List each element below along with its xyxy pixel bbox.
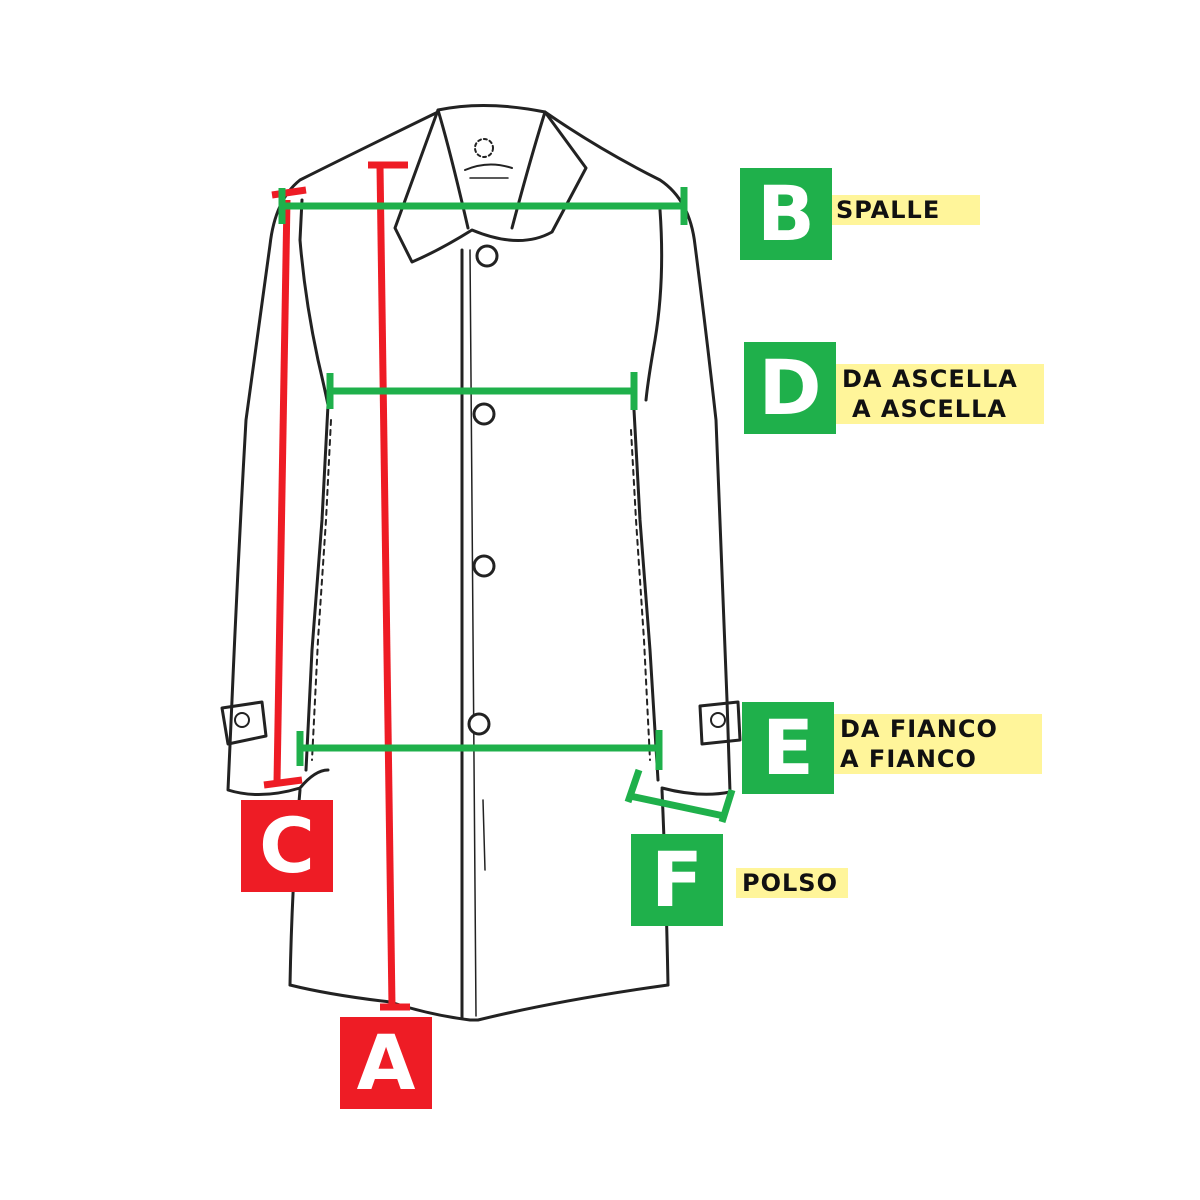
measure-line-b — [278, 187, 688, 225]
badge-c: C — [241, 800, 333, 892]
badge-e: E — [742, 702, 834, 794]
label-d: DA ASCELLA A ASCELLA — [836, 364, 1044, 424]
label-d-line-2: A ASCELLA — [836, 394, 1044, 424]
measure-line-c — [263, 186, 307, 789]
label-f: POLSO — [736, 868, 848, 898]
label-e-line-2: A FIANCO — [834, 744, 1042, 774]
label-e: DA FIANCO A FIANCO — [834, 714, 1042, 774]
measure-line-d — [326, 372, 638, 410]
badge-d: D — [744, 342, 836, 434]
badge-f: F — [631, 834, 723, 926]
label-e-line-1: DA FIANCO — [834, 714, 1042, 744]
label-d-line-1: DA ASCELLA — [836, 364, 1044, 394]
measure-line-a — [368, 161, 410, 1011]
button-icon — [467, 244, 499, 736]
label-f-line-1: POLSO — [736, 868, 848, 898]
badge-a: A — [340, 1017, 432, 1109]
label-b: SPALLE — [830, 195, 980, 225]
measure-line-f — [624, 768, 736, 824]
badge-b: B — [740, 168, 832, 260]
label-b-line-1: SPALLE — [830, 195, 980, 225]
measure-line-e — [296, 730, 663, 770]
